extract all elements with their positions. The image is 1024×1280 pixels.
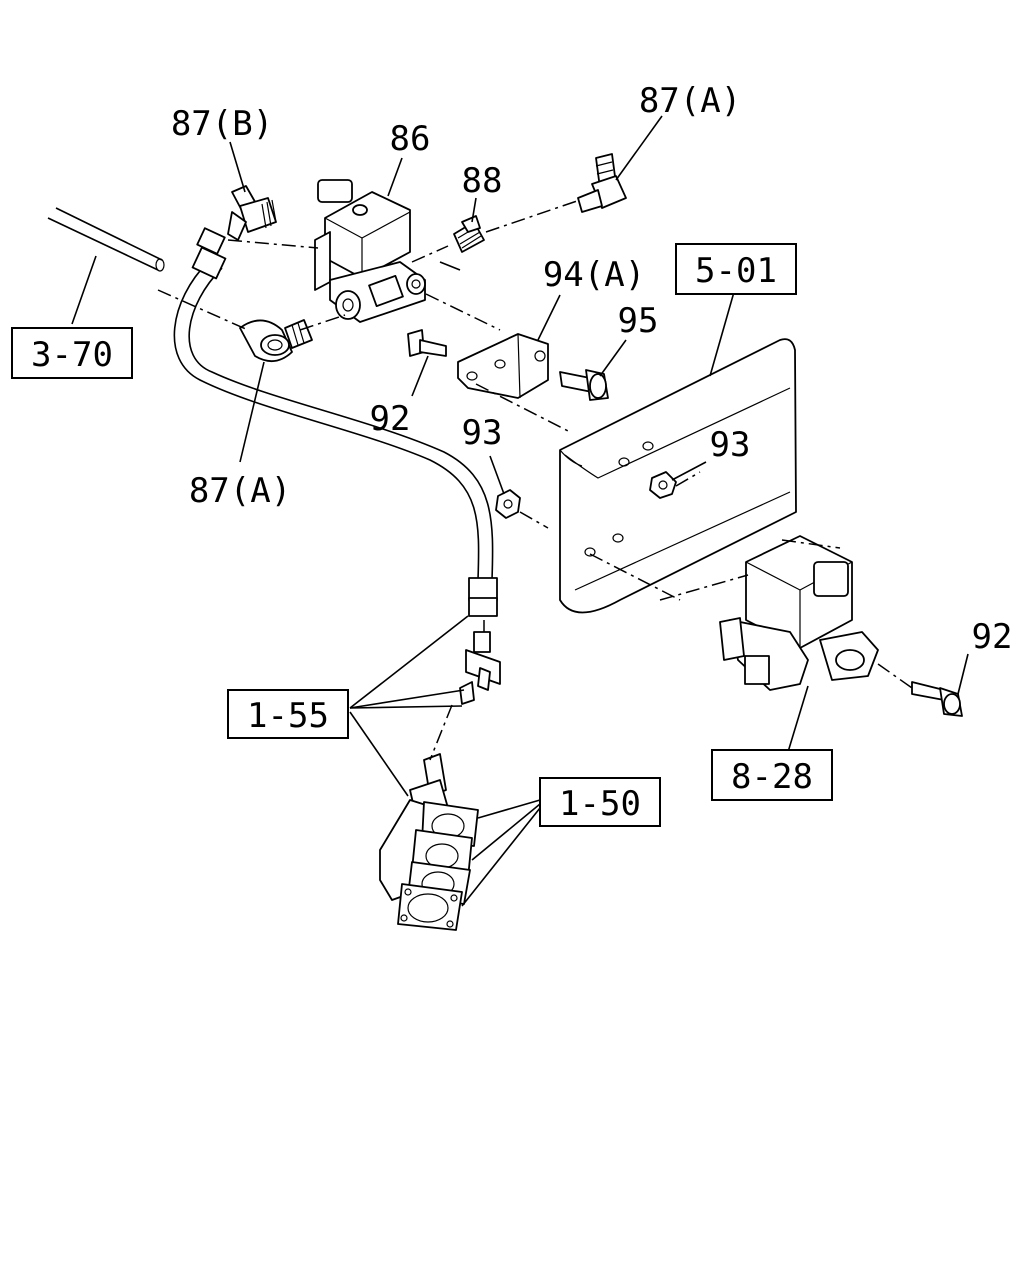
label-92-right: 92 <box>972 617 1013 657</box>
label-95: 95 <box>618 301 659 341</box>
exhaust-flange-1-50 <box>379 753 479 931</box>
elbow-fitting-87a-top <box>577 153 627 213</box>
bolt-92-left <box>407 329 447 357</box>
ref-box-8-28: 8-28 <box>711 749 833 801</box>
elbow-fitting-87a-left <box>239 319 313 362</box>
frame-rail <box>559 338 797 614</box>
ref-label-8-28: 8-28 <box>731 757 813 797</box>
ref-label-1-55: 1-55 <box>247 696 329 736</box>
ref-box-5-01: 5-01 <box>675 243 797 295</box>
ref-label-1-50: 1-50 <box>559 784 641 824</box>
label-88: 88 <box>462 161 503 201</box>
label-94a: 94(A) <box>543 255 645 295</box>
assembly-center-lines <box>157 199 913 761</box>
nut-93-left <box>495 489 521 519</box>
bracket-94a <box>457 333 549 399</box>
bolt-92-right <box>911 681 963 717</box>
label-87a-left: 87(A) <box>189 471 291 511</box>
label-87a-top: 87(A) <box>639 81 741 121</box>
elbow-fitting-87b <box>227 185 277 241</box>
valve-assembly-8-28 <box>719 535 879 691</box>
tube-3-70 <box>47 207 165 272</box>
ref-label-5-01: 5-01 <box>695 251 777 291</box>
solenoid-valve-86 <box>314 179 426 323</box>
ref-box-3-70: 3-70 <box>11 327 133 379</box>
label-92-left: 92 <box>370 399 411 439</box>
ref-box-1-55: 1-55 <box>227 689 349 739</box>
bolt-95 <box>559 369 609 401</box>
label-87b: 87(B) <box>171 104 273 144</box>
tee-fitting-1-55 <box>459 631 501 705</box>
label-93-right: 93 <box>710 425 751 465</box>
nut-93-right <box>649 471 677 499</box>
ref-label-3-70: 3-70 <box>31 335 113 375</box>
plug-88 <box>453 215 485 253</box>
label-86: 86 <box>390 119 431 159</box>
air-hose <box>173 227 498 617</box>
label-93-left: 93 <box>462 413 503 453</box>
ref-box-1-50: 1-50 <box>539 777 661 827</box>
leader-lines <box>71 115 969 907</box>
